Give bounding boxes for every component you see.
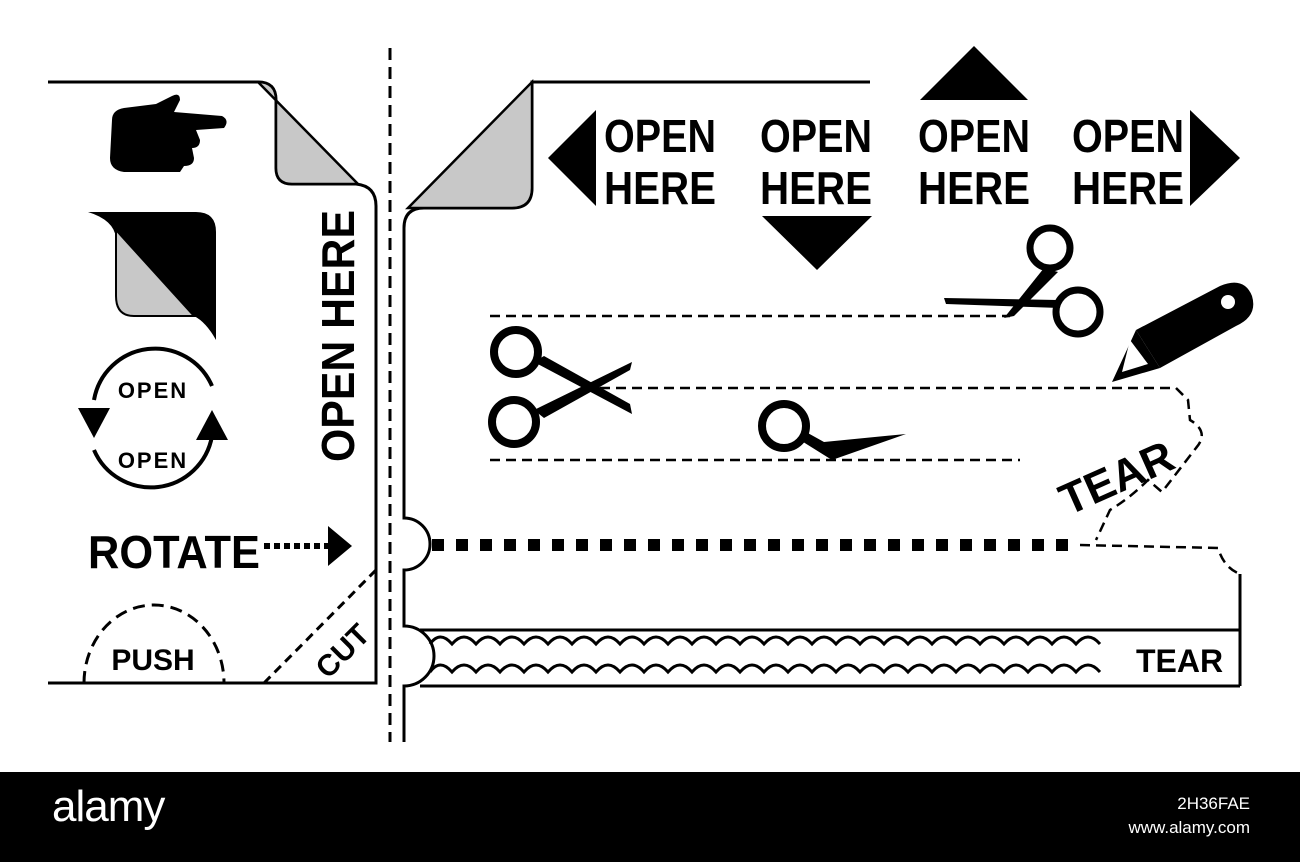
vertical-open-here-label: OPEN HERE — [312, 210, 364, 462]
sign-illustration: OPEN OPEN ROTATE PUSH CUT OPEN HERE OPEN… — [48, 46, 1254, 742]
brand-logo: alamy — [52, 782, 165, 831]
push-dashed-arc — [82, 603, 226, 684]
open-here-right-line2: HERE — [1072, 162, 1184, 214]
open-here-right-line1: OPEN — [1072, 110, 1184, 162]
open-label-bottom: OPEN — [118, 448, 188, 473]
push-label: PUSH — [111, 644, 194, 677]
tear-strip-wave-bottom — [428, 663, 1102, 675]
tear-ticket-edge — [1094, 387, 1203, 541]
image-id: 2H36FAE — [1177, 794, 1250, 813]
arrow-right-small-icon — [328, 526, 352, 566]
arrow-left-icon — [548, 110, 596, 206]
arrow-down-icon — [762, 216, 872, 270]
tear-label-strip: TEAR — [1136, 643, 1223, 679]
left-fold-corner — [255, 80, 361, 186]
open-here-down-line1: OPEN — [760, 110, 872, 162]
rotate-arrows-icon — [78, 346, 228, 490]
pointing-hand-icon — [110, 94, 227, 172]
arrow-up-icon — [920, 46, 1028, 100]
cut-dashed-line — [262, 568, 378, 685]
peel-corner-icon — [88, 212, 216, 340]
site-url: www.alamy.com — [1128, 818, 1250, 837]
rotate-label: ROTATE — [88, 526, 260, 578]
scissors-icon — [488, 326, 632, 448]
tear-strip-wave-top — [428, 635, 1102, 647]
arrow-right-icon — [1190, 110, 1240, 206]
tear-strip-dashed-edge — [420, 543, 1242, 688]
open-here-up-line2: HERE — [918, 162, 1030, 214]
utility-knife-icon — [1112, 282, 1254, 382]
scissors-icon — [758, 400, 906, 460]
open-here-down-line2: HERE — [760, 162, 872, 214]
tear-label-rotated: TEAR — [1052, 432, 1181, 525]
scissors-icon — [944, 224, 1104, 338]
open-here-up-line1: OPEN — [918, 110, 1030, 162]
watermark-footer: alamy 2H36FAE www.alamy.com — [0, 772, 1300, 862]
open-label-top: OPEN — [118, 378, 188, 403]
open-here-left-line2: HERE — [604, 162, 716, 214]
right-fold-corner — [405, 78, 534, 210]
open-here-left-line1: OPEN — [604, 110, 716, 162]
